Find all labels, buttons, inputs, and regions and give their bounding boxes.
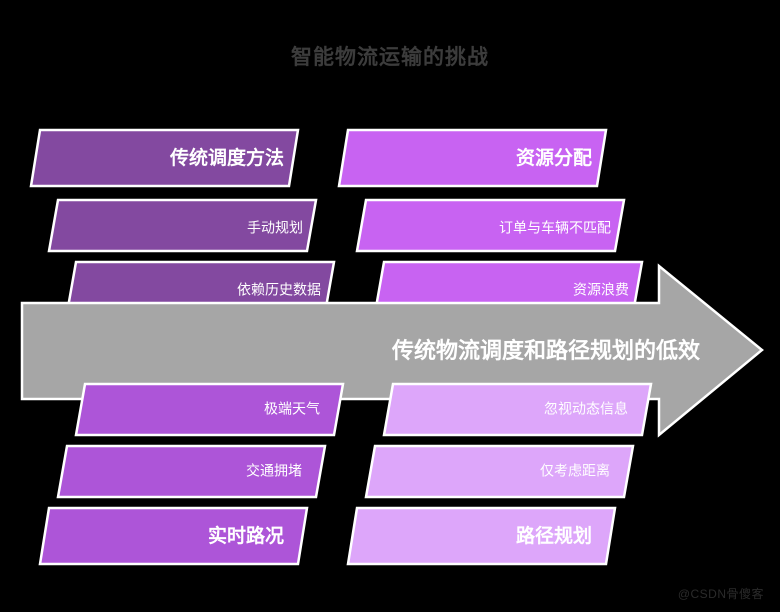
- band-label-br-2: 仅考虑距离: [540, 463, 610, 479]
- band-shape-br-2[interactable]: [364, 444, 635, 499]
- band-label-tr-3: 资源浪费: [573, 282, 629, 298]
- band-label-br-3: 路径规划: [516, 524, 592, 547]
- band-shape-tl-2[interactable]: [47, 198, 318, 253]
- band-label-tl-1: 传统调度方法: [169, 146, 284, 169]
- band-shape-bl-3[interactable]: [38, 506, 309, 566]
- band-label-bl-2: 交通拥堵: [246, 463, 302, 479]
- band-label-tl-3: 依赖历史数据: [237, 282, 321, 298]
- page-title: 智能物流运输的挑战: [291, 46, 489, 69]
- band-shape-tr-2[interactable]: [355, 198, 626, 253]
- band-label-bl-3: 实时路况: [208, 524, 284, 547]
- band-label-tl-2: 手动规划: [247, 220, 303, 236]
- group-bottom-right: 忽视动态信息 仅考虑距离 路径规划: [346, 382, 653, 566]
- arrow-label: 传统物流调度和路径规划的低效: [391, 338, 700, 363]
- band-label-bl-1: 极端天气: [264, 401, 320, 417]
- band-label-tr-1: 资源分配: [516, 146, 592, 169]
- band-label-br-1: 忽视动态信息: [544, 401, 628, 417]
- band-shape-tl-1[interactable]: [29, 128, 300, 188]
- group-bottom-left: 极端天气 交通拥堵 实时路况: [38, 382, 345, 566]
- band-label-tr-2: 订单与车辆不匹配: [499, 220, 611, 236]
- band-shape-tr-1[interactable]: [337, 128, 608, 188]
- band-shape-bl-1[interactable]: [74, 382, 345, 437]
- group-top-left: 传统调度方法 手动规划 依赖历史数据: [29, 128, 336, 315]
- band-shape-br-3[interactable]: [346, 506, 617, 566]
- group-top-right: 资源分配 订单与车辆不匹配 资源浪费: [337, 128, 644, 315]
- band-shape-bl-2[interactable]: [56, 444, 327, 499]
- band-shape-br-1[interactable]: [382, 382, 653, 437]
- watermark: @CSDN骨傻客: [677, 587, 764, 601]
